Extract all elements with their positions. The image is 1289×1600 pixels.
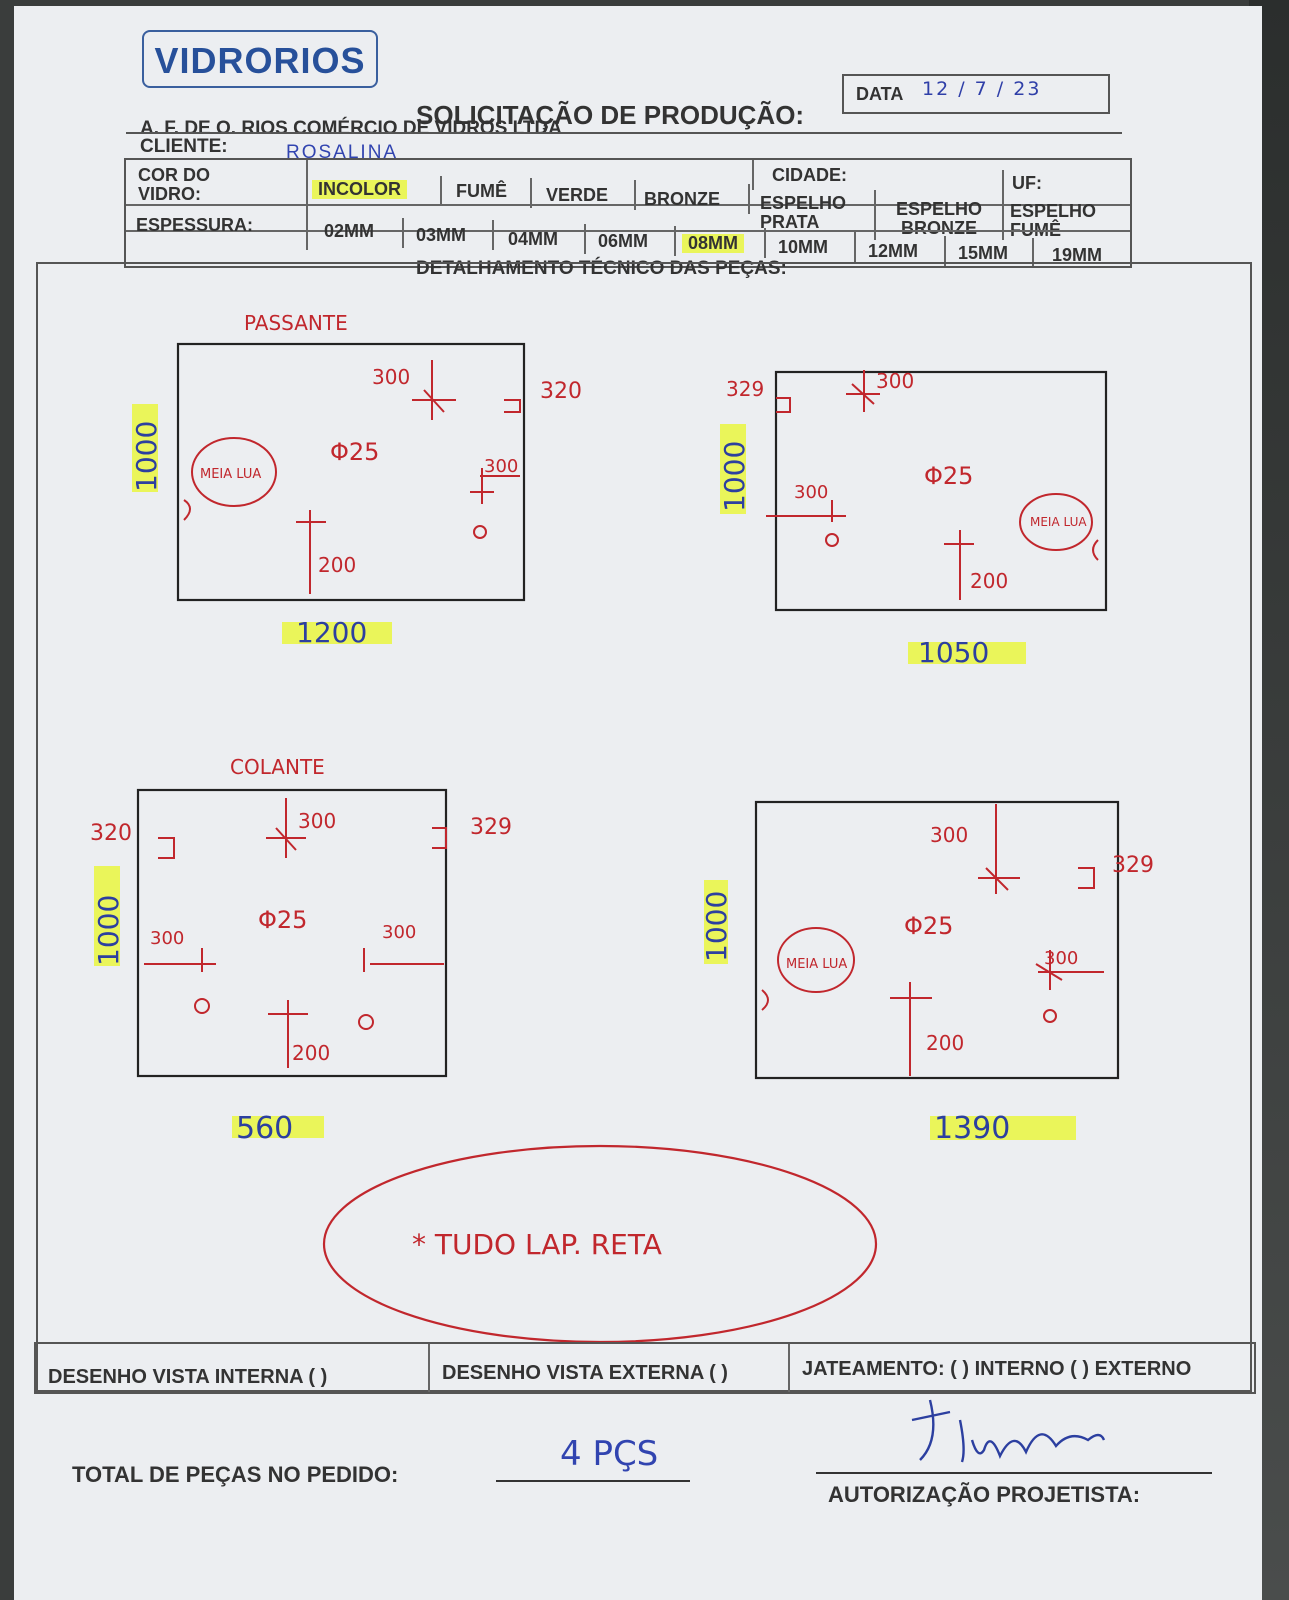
piece-2-dim-c: 200 (970, 569, 1008, 593)
piece-2-outline (774, 370, 1108, 612)
piece-2-width-highlight (908, 642, 1026, 664)
thickness-option-08mm: 08MM (682, 234, 745, 253)
thickness-option-02mm: 02MM (324, 221, 375, 241)
piece-1-notch: 320 (540, 379, 582, 404)
piece-4-notch: 329 (1112, 853, 1154, 878)
page-title: SOLICITAÇÃO DE PRODUÇÃO: (416, 100, 805, 130)
piece-1-dim-b: 300 (484, 456, 518, 477)
remark-text: * TUDO LAP. RETA (412, 1228, 662, 1261)
piece-1-dim-c: 200 (318, 553, 356, 577)
piece-2-dim-b: 300 (794, 482, 828, 503)
date-value: 12 / 7 / 23 (922, 78, 1042, 100)
date-label: DATA (856, 84, 904, 104)
thickness-option-06mm: 06MM (598, 231, 649, 251)
color-option-fume: FUMÊ (456, 181, 507, 201)
piece-3-height-highlight (94, 866, 120, 966)
color-option-bronze: BRONZE (644, 189, 720, 209)
piece-1-height-highlight (132, 404, 158, 492)
external-view-option: DESENHO VISTA EXTERNA ( ) (442, 1362, 728, 1384)
total-pieces-label: TOTAL DE PEÇAS NO PEDIDO: (72, 1462, 399, 1487)
piece-2-dim-a: 300 (876, 369, 914, 393)
piece-1-width: 1200 (296, 616, 367, 649)
company-logo: VIDRORIOS (142, 30, 378, 88)
color-label: COR DO VIDRO: (138, 165, 210, 204)
piece-4-dim-c: 200 (926, 1031, 964, 1055)
color-option-incolor: INCOLOR (312, 180, 407, 199)
total-pieces-value: 4 PÇS (560, 1434, 659, 1474)
piece-4-note: MEIA LUA (786, 957, 847, 972)
drawing-area (36, 262, 1252, 1392)
piece-3-dim-a: 300 (298, 809, 336, 833)
client-row: CLIENTE: ROSALINA (126, 132, 1122, 166)
piece-4-dim-a: 300 (930, 823, 968, 847)
piece-3-outline (136, 788, 448, 1078)
piece-2-hole: Φ25 (924, 462, 973, 490)
piece-3-width-highlight (232, 1116, 324, 1138)
piece-1-height: 1000 (130, 421, 163, 492)
piece-1-note: MEIA LUA (200, 467, 261, 482)
piece-4-hole: Φ25 (904, 912, 953, 940)
thickness-option-19mm: 19MM (1052, 245, 1103, 265)
piece-3-notch-right: 329 (470, 815, 512, 840)
piece-1-width-highlight (282, 622, 392, 644)
piece-3-dim-b: 300 (150, 928, 184, 949)
piece-2-note: MEIA LUA (1030, 515, 1087, 529)
client-label: CLIENTE: (140, 136, 228, 157)
sandblast-option: JATEAMENTO: ( ) INTERNO ( ) EXTERNO (802, 1358, 1192, 1380)
piece-2-height: 1000 (718, 441, 751, 512)
piece-3-label: COLANTE (230, 755, 325, 779)
piece-1-outline (176, 342, 526, 602)
thickness-option-15mm: 15MM (958, 243, 1009, 263)
piece-1-hole: Φ25 (330, 438, 379, 466)
internal-view-option: DESENHO VISTA INTERNA ( ) (48, 1366, 328, 1388)
uf-label: UF: (1012, 173, 1042, 193)
date-box: DATA 12 / 7 / 23 (842, 74, 1110, 114)
color-option-espelho-prata: ESPELHO PRATA (760, 193, 847, 232)
piece-2-notch: 329 (726, 377, 764, 401)
client-value: ROSALINA (286, 142, 399, 163)
piece-3-dim-c: 300 (382, 922, 416, 943)
piece-1-dim-a: 300 (372, 365, 410, 389)
thickness-label: ESPESSURA: (136, 215, 254, 235)
color-option-verde: VERDE (546, 185, 609, 205)
piece-2-width: 1050 (918, 636, 989, 669)
piece-4-height: 1000 (700, 891, 733, 962)
piece-4-width-highlight (930, 1116, 1076, 1140)
thickness-option-03mm: 03MM (416, 225, 467, 245)
piece-3-notch-left: 320 (90, 821, 132, 846)
piece-1-label: PASSANTE (244, 311, 348, 335)
signature-line (816, 1472, 1212, 1474)
piece-3-width: 560 (236, 1111, 293, 1146)
authorization-label: AUTORIZAÇÃO PROJETISTA: (828, 1482, 1141, 1507)
total-pieces-line (496, 1480, 690, 1482)
color-option-espelho-bronze: ESPELHO BRONZE (895, 199, 983, 238)
footer-options-row: DESENHO VISTA INTERNA ( ) DESENHO VISTA … (34, 1342, 1256, 1394)
thickness-option-12mm: 12MM (868, 241, 919, 261)
thickness-option-10mm: 10MM (778, 237, 829, 257)
piece-4-dim-b: 300 (1044, 948, 1078, 969)
city-label: CIDADE: (772, 165, 847, 185)
piece-4-height-highlight (704, 880, 728, 964)
thickness-option-04mm: 04MM (508, 229, 559, 249)
signature-icon (911, 1399, 1106, 1463)
piece-2-height-highlight (720, 424, 746, 514)
piece-3-dim-d: 200 (292, 1041, 330, 1065)
piece-3-hole: Φ25 (258, 906, 307, 934)
piece-4-width: 1390 (934, 1111, 1010, 1146)
glass-spec-table: CIDADE: UF: COR DO VIDRO: INCOLOR FUMÊ V… (124, 158, 1132, 268)
piece-3-height: 1000 (92, 895, 125, 966)
piece-4-outline (754, 800, 1120, 1080)
